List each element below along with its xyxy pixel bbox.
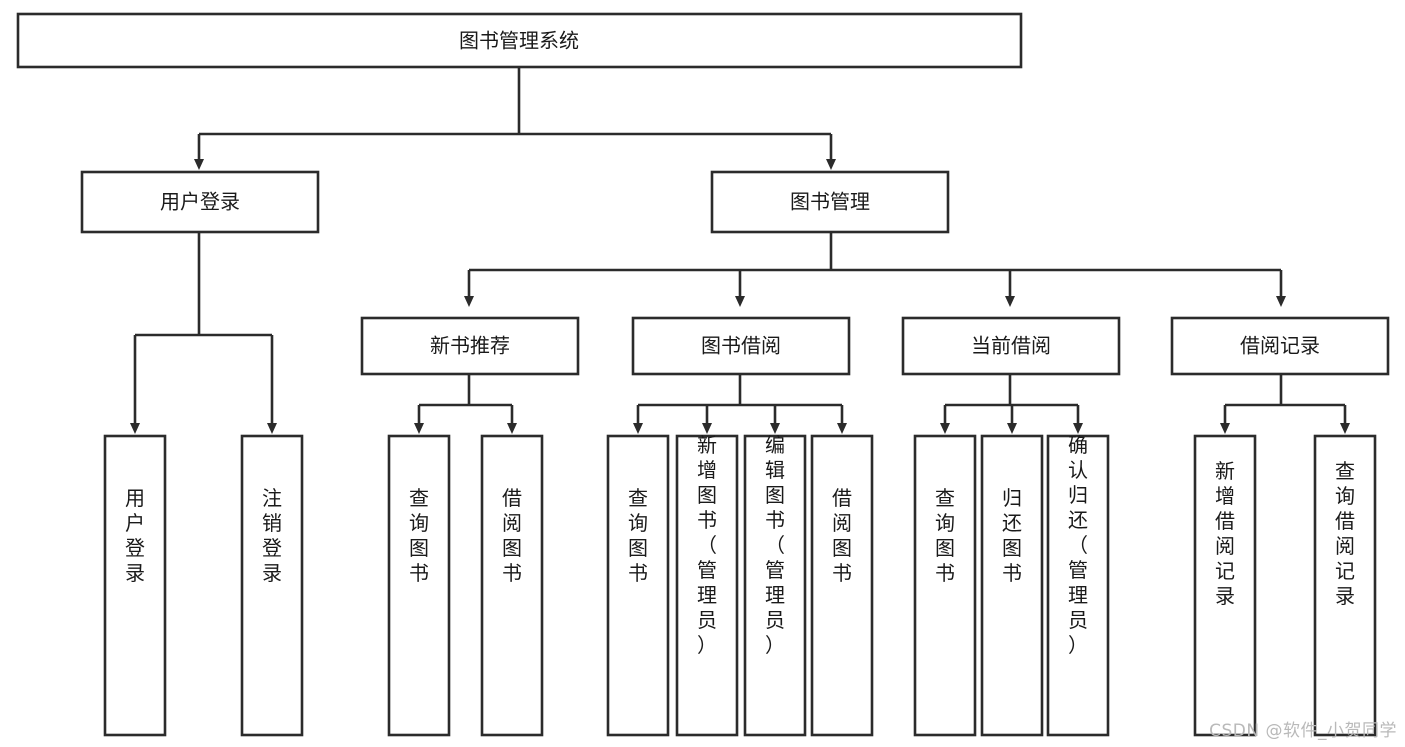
node-user-login[interactable]: 用户登录 — [80, 170, 320, 234]
node-current-borrow[interactable]: 当前借阅 — [901, 316, 1121, 376]
node-book-borrow[interactable]: 图书借阅 — [631, 316, 851, 376]
node-leaf-add-record[interactable]: 新增借阅记录 — [1193, 434, 1257, 737]
node-leaf-add-record-label: 新增借阅记录 — [1215, 459, 1235, 608]
node-new-book-recommend-label: 新书推荐 — [430, 334, 510, 358]
node-leaf-confirm-return[interactable]: 确认归还（管理员） — [1046, 433, 1110, 737]
node-leaf-return-book[interactable]: 归还图书 — [980, 434, 1044, 737]
node-leaf-user-login[interactable]: 用户登录 — [103, 434, 167, 737]
node-book-manage-label: 图书管理 — [790, 190, 870, 214]
node-book-manage[interactable]: 图书管理 — [710, 170, 950, 234]
node-leaf-logout[interactable]: 注销登录 — [240, 434, 304, 737]
node-user-login-label: 用户登录 — [160, 190, 240, 214]
node-leaf-borrow-book-1[interactable]: 借阅图书 — [480, 434, 544, 737]
connectors-root-to-level2 — [194, 67, 836, 170]
node-leaf-borrow-book-2[interactable]: 借阅图书 — [810, 434, 874, 737]
node-leaf-add-book-label: 新增图书（管理员） — [697, 433, 717, 657]
node-leaf-query-book-3-label: 查询图书 — [935, 486, 955, 585]
node-leaf-edit-book-label: 编辑图书（管理员） — [765, 433, 785, 657]
connectors-bookborrow-to-leaves — [633, 374, 847, 434]
connectors-currentborrow-to-leaves — [940, 374, 1083, 434]
node-borrow-record[interactable]: 借阅记录 — [1170, 316, 1390, 376]
node-leaf-edit-book[interactable]: 编辑图书（管理员） — [743, 433, 807, 737]
node-leaf-borrow-book-1-label: 借阅图书 — [502, 486, 522, 585]
node-borrow-record-label: 借阅记录 — [1240, 334, 1320, 358]
node-leaf-query-book-2-label: 查询图书 — [628, 486, 648, 585]
node-root[interactable]: 图书管理系统 — [16, 12, 1023, 69]
node-leaf-logout-label: 注销登录 — [262, 486, 282, 585]
node-leaf-query-book-1-label: 查询图书 — [409, 486, 429, 585]
node-leaf-query-record-label: 查询借阅记录 — [1335, 459, 1355, 608]
node-leaf-return-book-label: 归还图书 — [1002, 486, 1022, 585]
node-root-label: 图书管理系统 — [459, 29, 579, 53]
node-leaf-borrow-book-2-label: 借阅图书 — [832, 486, 852, 585]
csdn-watermark: CSDN @软件_小贺同学 — [1209, 721, 1397, 741]
connectors-borrowrecord-to-leaves — [1220, 374, 1350, 434]
node-leaf-user-login-label: 用户登录 — [125, 486, 145, 585]
node-leaf-query-book-3[interactable]: 查询图书 — [913, 434, 977, 737]
node-leaf-confirm-return-label: 确认归还（管理员） — [1068, 433, 1088, 657]
node-current-borrow-label: 当前借阅 — [971, 334, 1051, 358]
node-leaf-add-book[interactable]: 新增图书（管理员） — [675, 433, 739, 737]
node-book-borrow-label: 图书借阅 — [701, 334, 781, 358]
node-leaf-query-record[interactable]: 查询借阅记录 — [1313, 434, 1377, 737]
connectors-bookmanage-to-level3 — [464, 232, 1286, 307]
connectors-newbook-to-leaves — [414, 374, 517, 434]
node-leaf-query-book-1[interactable]: 查询图书 — [387, 434, 451, 737]
connectors-userlogin-to-leaves — [130, 232, 277, 434]
node-leaf-query-book-2[interactable]: 查询图书 — [606, 434, 670, 737]
node-new-book-recommend[interactable]: 新书推荐 — [360, 316, 580, 376]
